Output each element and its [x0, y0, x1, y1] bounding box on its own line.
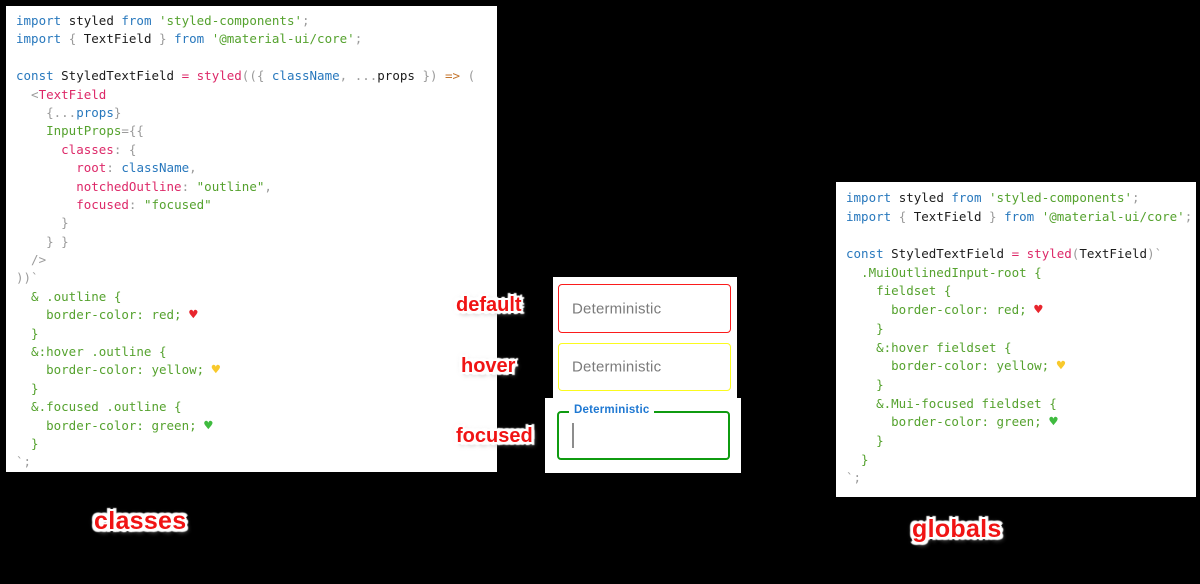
code-line: & .outline {: [16, 288, 122, 304]
title-globals: globals: [912, 515, 1002, 543]
code-line: notchedOutline: "outline",: [76, 178, 272, 194]
code-line: }: [16, 325, 39, 341]
code-line: const StyledTextField = styled(({ classN…: [16, 68, 476, 84]
code-line: &.Mui-focused fieldset {: [846, 395, 1057, 411]
code-line: {...props}: [16, 104, 122, 120]
code-line: &:hover fieldset {: [846, 339, 1012, 355]
code-line: InputProps={{: [46, 123, 144, 139]
code-line: }: [16, 380, 39, 396]
code-line: border-color: green; ♥: [846, 414, 1058, 431]
state-label-hover: hover: [461, 355, 516, 377]
code-line: }: [16, 215, 69, 231]
code-line: fieldset {: [846, 283, 952, 299]
heart-icon: ♥: [1049, 414, 1058, 431]
textfield-hover[interactable]: Deterministic: [558, 343, 731, 391]
code-line: ))`: [16, 270, 39, 286]
code-line: } }: [16, 233, 69, 249]
code-line: [846, 226, 1196, 245]
code-line: border-color: red; ♥: [16, 307, 198, 324]
heart-icon: ♥: [1034, 302, 1043, 319]
code-line: .MuiOutlinedInput-root {: [846, 264, 1042, 280]
textfield-default[interactable]: Deterministic: [558, 284, 731, 333]
state-label-focused: focused: [456, 425, 533, 447]
code-line: import styled from 'styled-components';: [16, 13, 310, 28]
heart-icon: ♥: [211, 362, 221, 379]
code-line: border-color: red; ♥: [846, 302, 1043, 319]
globals-code-panel: import styled from 'styled-components'; i…: [836, 182, 1196, 497]
code-line: />: [16, 252, 47, 268]
textfield-default-placeholder: Deterministic: [572, 300, 662, 317]
code-line: focused: "focused": [76, 196, 212, 212]
code-line: import { TextField } from '@material-ui/…: [16, 31, 363, 47]
classes-code: import styled from 'styled-components'; i…: [16, 12, 497, 472]
globals-code: import styled from 'styled-components'; i…: [846, 189, 1196, 488]
title-classes: classes: [94, 507, 187, 535]
code-line: border-color: yellow; ♥: [846, 358, 1066, 375]
state-label-default: default: [456, 294, 522, 316]
heart-icon: ♥: [189, 307, 198, 324]
heart-icon: ♥: [204, 417, 213, 434]
heart-icon: ♥: [1056, 358, 1066, 375]
code-line: import styled from 'styled-components';: [846, 190, 1140, 205]
code-line: root: className,: [76, 160, 197, 176]
code-line: &.focused .outline {: [16, 399, 182, 415]
code-line: &:hover .outline {: [16, 344, 167, 360]
code-line: border-color: yellow; ♥: [16, 362, 221, 379]
code-line: }: [846, 451, 869, 467]
code-line: <TextField: [16, 86, 107, 102]
code-line: border-color: green; ♥: [16, 417, 213, 434]
code-line: `;: [846, 470, 862, 486]
text-caret: [572, 423, 574, 448]
code-line: }: [846, 432, 884, 448]
textfield-focused[interactable]: Deterministic: [557, 404, 730, 460]
code-line: `;: [16, 454, 32, 470]
classes-code-panel: import styled from 'styled-components'; i…: [6, 6, 497, 472]
code-line: const StyledTextField = styled(TextField…: [846, 246, 1163, 262]
code-line: }: [846, 376, 884, 392]
code-line: }: [16, 435, 39, 451]
code-line: classes: {: [61, 141, 137, 157]
code-line: import { TextField } from '@material-ui/…: [846, 208, 1193, 224]
textfield-focused-label: Deterministic: [569, 404, 655, 416]
textfield-hover-placeholder: Deterministic: [572, 358, 662, 376]
code-line: [16, 49, 497, 67]
code-line: }: [846, 320, 884, 336]
